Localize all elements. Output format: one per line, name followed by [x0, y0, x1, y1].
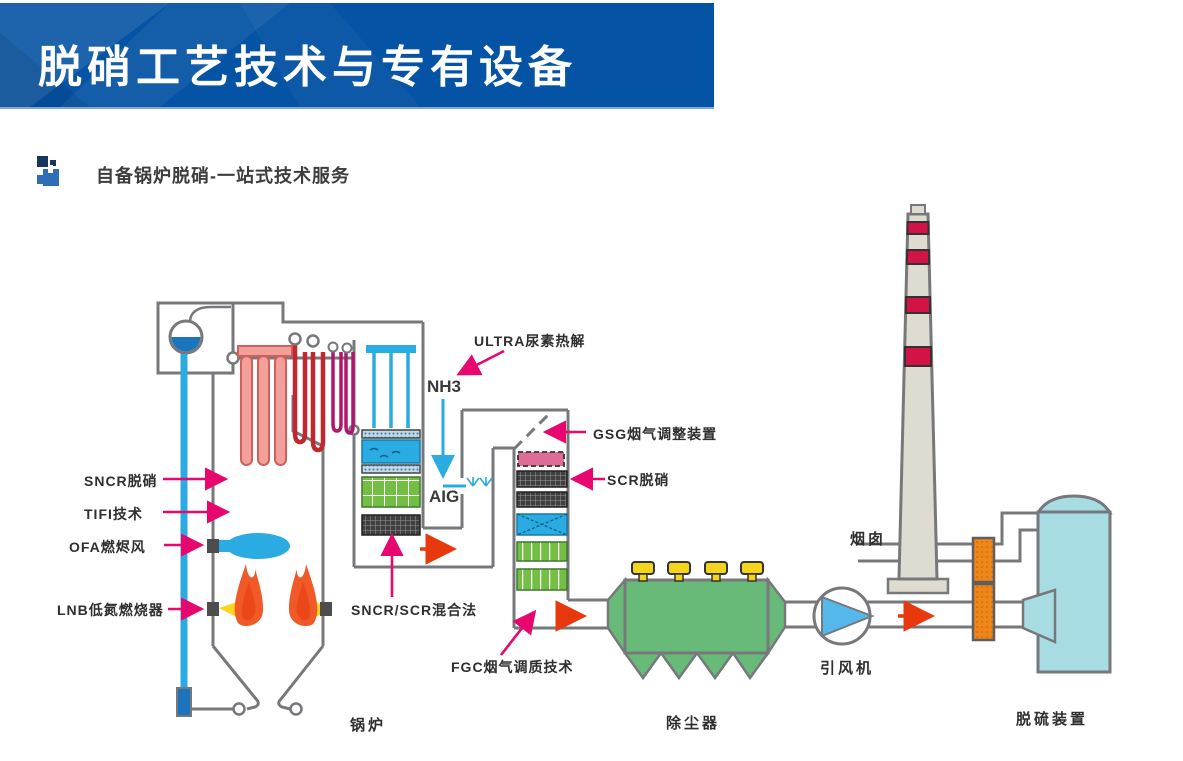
- ofa-port: [207, 539, 219, 553]
- air-preheater-block: [361, 514, 421, 536]
- title-banner: 脱硝工艺技术与专有设备: [0, 3, 714, 109]
- bullet-logo-icon: [37, 156, 59, 186]
- stack-band: [906, 221, 930, 235]
- label-scr: SCR脱硝: [607, 472, 670, 488]
- flow-arrows: [420, 533, 935, 632]
- label-aig: AIG: [429, 487, 460, 506]
- furnace-internals: [207, 533, 333, 627]
- label-nh3: NH3: [427, 377, 462, 396]
- stack-band: [906, 249, 930, 265]
- steam-drum-group: [168, 319, 204, 717]
- stack-shaft: [897, 212, 939, 581]
- annotation-arrows: [163, 349, 605, 656]
- scr-catalyst-layer: [516, 491, 568, 508]
- fgd-group: [1021, 494, 1113, 674]
- aig-spray-icon: [466, 477, 493, 487]
- ggh-group: [971, 536, 996, 642]
- label-boiler: 锅炉: [350, 717, 387, 734]
- stack-band: [905, 296, 931, 314]
- subtitle-row: 自备锅炉脱硝-一站式技术服务: [0, 148, 500, 192]
- label-sncr-scr-mix: SNCR/SCR混合法: [351, 602, 478, 618]
- fan-impeller: [821, 595, 875, 638]
- label-gsg: GSG烟气调整装置: [593, 426, 718, 442]
- banner-facets-decoration: [0, 3, 420, 107]
- ofa-air-jet: [226, 533, 290, 559]
- catalyst-green-block: [361, 476, 421, 508]
- label-fgc: FGC烟气调质技术: [451, 659, 574, 675]
- gsg-damper-dashed: [512, 409, 554, 451]
- scr-green-block: [516, 541, 568, 562]
- burner-port-left: [207, 602, 219, 616]
- page-title: 脱硝工艺技术与专有设备: [38, 43, 577, 92]
- fan-group: [812, 586, 875, 646]
- label-sncr: SNCR脱硝: [84, 473, 158, 489]
- label-lnb: LNB低氮燃烧器: [57, 602, 164, 618]
- stack-band: [904, 346, 932, 367]
- burner-port-right: [320, 602, 332, 616]
- scr-green-block: [516, 568, 568, 591]
- stack-group: [886, 204, 950, 595]
- fgd-inlet: [1021, 588, 1057, 644]
- label-fgd: 脱硫装置: [1016, 711, 1089, 728]
- label-ofa: OFA燃烬风: [69, 539, 146, 555]
- esp-insulators: [631, 561, 764, 582]
- superheater-tubes: [237, 332, 416, 466]
- subtitle-text: 自备锅炉脱硝-一站式技术服务: [96, 166, 350, 186]
- nh3-injection: [431, 399, 493, 488]
- label-stack: 烟囱: [850, 531, 887, 548]
- economizer-block: [361, 439, 421, 464]
- backpass-blocks: [361, 429, 421, 536]
- boiler-group: [156, 301, 425, 716]
- esp-body: [623, 578, 770, 655]
- esp-group: [606, 561, 787, 681]
- fgd-tower: [1036, 510, 1112, 674]
- scr-blocks: [516, 451, 568, 591]
- scr-catalyst-layer: [516, 470, 568, 488]
- label-tifi: TIFI技术: [84, 506, 143, 522]
- label-fan: 引风机: [820, 660, 875, 677]
- label-ultra: ULTRA尿素热解: [474, 333, 586, 349]
- label-esp: 除尘器: [666, 715, 721, 732]
- scr-top-block: [517, 451, 565, 467]
